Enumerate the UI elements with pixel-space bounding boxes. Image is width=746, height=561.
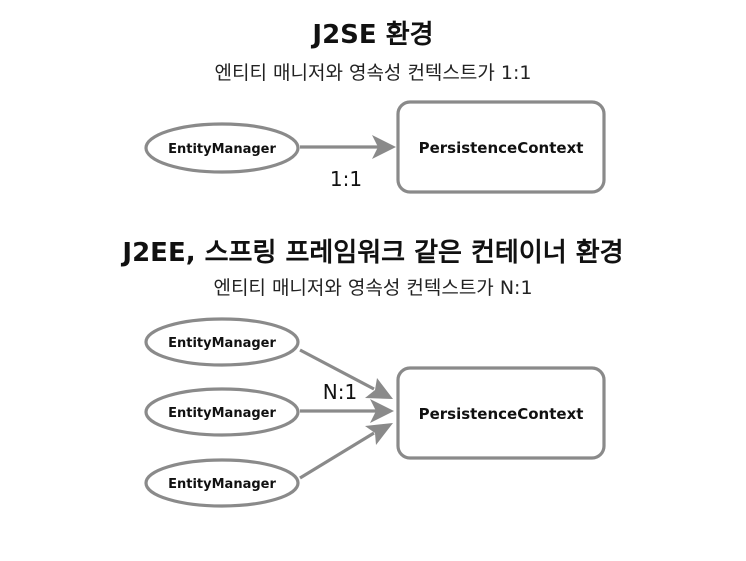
entity-manager-node xyxy=(144,122,300,174)
arrow-head-icon xyxy=(370,399,394,423)
persistence-context-node xyxy=(396,366,606,460)
persistence-context-node xyxy=(396,100,606,194)
entity-manager-node xyxy=(144,387,300,437)
entity-manager-label: EntityManager xyxy=(168,336,276,351)
j2ee-title: J2EE, 스프링 프레임워크 같은 컨테이너 환경 xyxy=(122,238,624,268)
relation-label: N:1 xyxy=(323,380,357,404)
persistence-context-label: PersistenceContext xyxy=(419,405,584,423)
entity-manager-label: EntityManager xyxy=(168,406,276,421)
arrow-line xyxy=(299,348,375,391)
arrow-head-icon xyxy=(372,135,396,159)
entity-manager-node xyxy=(144,458,300,508)
entity-manager-node xyxy=(144,317,300,367)
arrow-head-icon xyxy=(365,378,393,399)
j2ee-subtitle: 엔티티 매니저와 영속성 컨텍스트가 N:1 xyxy=(213,277,533,299)
arrow-line xyxy=(299,431,375,480)
j2se-title: J2SE 환경 xyxy=(312,20,434,50)
j2se-subtitle: 엔티티 매니저와 영속성 컨텍스트가 1:1 xyxy=(214,62,532,84)
entity-manager-label: EntityManager xyxy=(168,477,276,492)
relation-label: 1:1 xyxy=(330,167,362,191)
entity-manager-label: EntityManager xyxy=(168,142,276,157)
arrow-head-icon xyxy=(365,423,393,445)
persistence-context-label: PersistenceContext xyxy=(419,139,584,157)
j2ee-diagram: EntityManager EntityManager EntityManage… xyxy=(144,317,606,508)
j2se-diagram: EntityManager 1:1 PersistenceContext xyxy=(144,100,606,194)
